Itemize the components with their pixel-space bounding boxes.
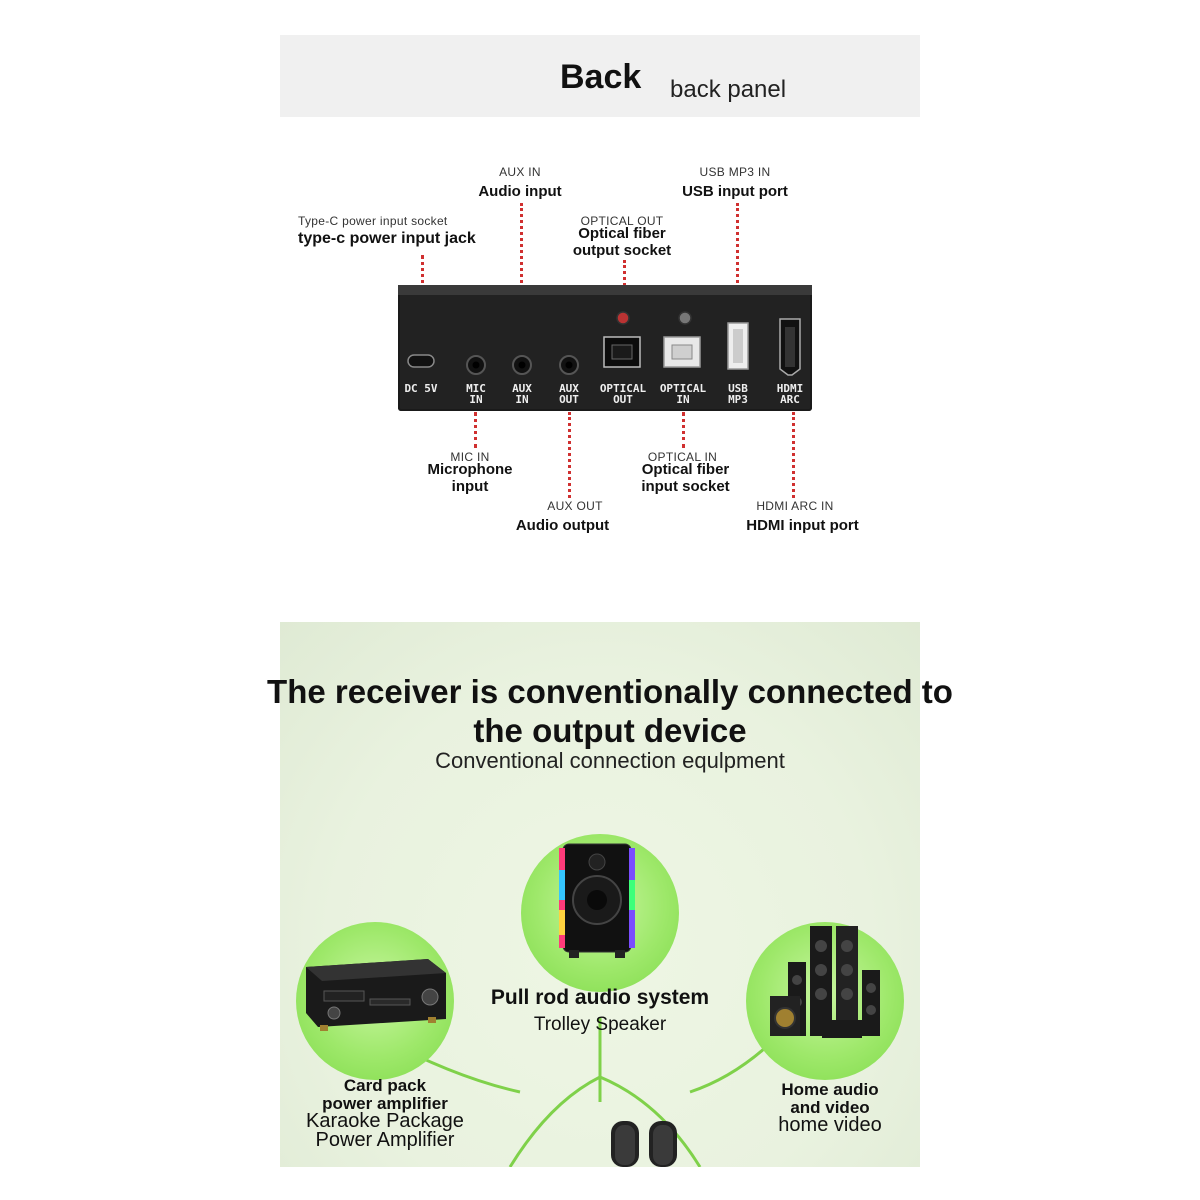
port-label-aux-in: AUX IN	[512, 382, 532, 406]
optical-out-label: OPTICAL OUT	[580, 214, 664, 228]
hdmi-arc-in-desc: HDMI input port	[746, 517, 859, 534]
optical-out-port-icon	[603, 336, 641, 368]
usb-mp3-in-desc: USB input port	[682, 183, 788, 200]
left-device-line-1: Card pack	[343, 1076, 427, 1095]
mic-in-desc-1: Microphone	[427, 461, 513, 478]
amplifier-icon	[306, 959, 446, 1031]
hdmi-arc-in-label: HDMI ARC IN	[756, 499, 834, 513]
header-band	[280, 35, 920, 117]
port-label-optical-in: OPTICAL IN	[659, 382, 707, 406]
device-top-edge	[398, 285, 812, 295]
page-title: Back	[560, 58, 642, 96]
page-subtitle: back panel	[670, 76, 787, 103]
trolley-speaker-icon	[559, 843, 635, 958]
connection-heading-line-2: the output device	[473, 712, 747, 749]
aux-in-desc: Audio input	[478, 183, 562, 200]
optical-in-label: OPTICAL IN	[647, 450, 718, 464]
center-device-subtitle: Trolley Speaker	[533, 1014, 667, 1035]
optical-out-desc-2: output socket	[572, 242, 672, 259]
mic-in-label: MIC IN	[450, 450, 490, 464]
usb-mp3-in-label: USB MP3 IN	[699, 165, 771, 179]
right-device-line-2: and video	[790, 1098, 870, 1117]
left-device-line-2: power amplifier	[322, 1094, 448, 1113]
leader-hdmi	[792, 412, 795, 498]
aux-out-desc: Audio output	[515, 517, 610, 534]
type-c-port-icon	[407, 354, 435, 368]
center-device-title: Pull rod audio system	[490, 986, 710, 1009]
screw-icon-2	[678, 311, 692, 325]
left-device-line-4: Power Amplifier	[315, 1129, 455, 1151]
connection-subheading: Conventional connection equlpment	[435, 748, 785, 773]
port-label-mic-in: MIC IN	[466, 382, 486, 406]
aux-out-label: AUX OUT	[547, 499, 603, 513]
leader-mic-in	[474, 412, 477, 448]
port-label-aux-out: AUX OUT	[559, 382, 579, 406]
aux-in-label: AUX IN	[499, 165, 541, 179]
leader-aux-in	[520, 203, 523, 343]
port-label-hdmi-arc: HDMI ARC	[776, 382, 804, 406]
left-device-line-3: Karaoke Package	[306, 1110, 464, 1132]
connection-heading: The receiver is conventionally connected…	[200, 672, 1020, 750]
type-c-label: Type-C power input socket	[298, 214, 448, 228]
microphones-icon	[611, 1121, 677, 1167]
optical-out-desc-1: Optical fiber	[578, 225, 666, 242]
port-label-usb-mp3: USB MP3	[728, 382, 748, 406]
mic-in-desc-2: input	[451, 478, 489, 495]
optical-in-desc-2: input socket	[641, 478, 730, 495]
optical-in-desc-1: Optical fiber	[641, 461, 730, 478]
home-audio-icon	[770, 926, 880, 1038]
right-device-line-3: home video	[778, 1114, 882, 1136]
leader-optical-in	[682, 412, 685, 448]
optical-in-port-icon	[663, 336, 701, 368]
device-ports-graphic	[407, 311, 801, 376]
port-label-dc5v: DC 5V	[404, 382, 438, 395]
leader-aux-out	[568, 412, 571, 498]
leader-usb-mp3	[736, 203, 739, 318]
screw-icon	[616, 311, 630, 325]
type-c-desc: type-c power input jack	[298, 230, 476, 247]
port-label-optical-out: OPTICAL OUT	[599, 382, 647, 406]
right-device-line-1: Home audio	[781, 1080, 879, 1099]
connection-heading-line-1: The receiver is conventionally connected…	[267, 673, 953, 710]
